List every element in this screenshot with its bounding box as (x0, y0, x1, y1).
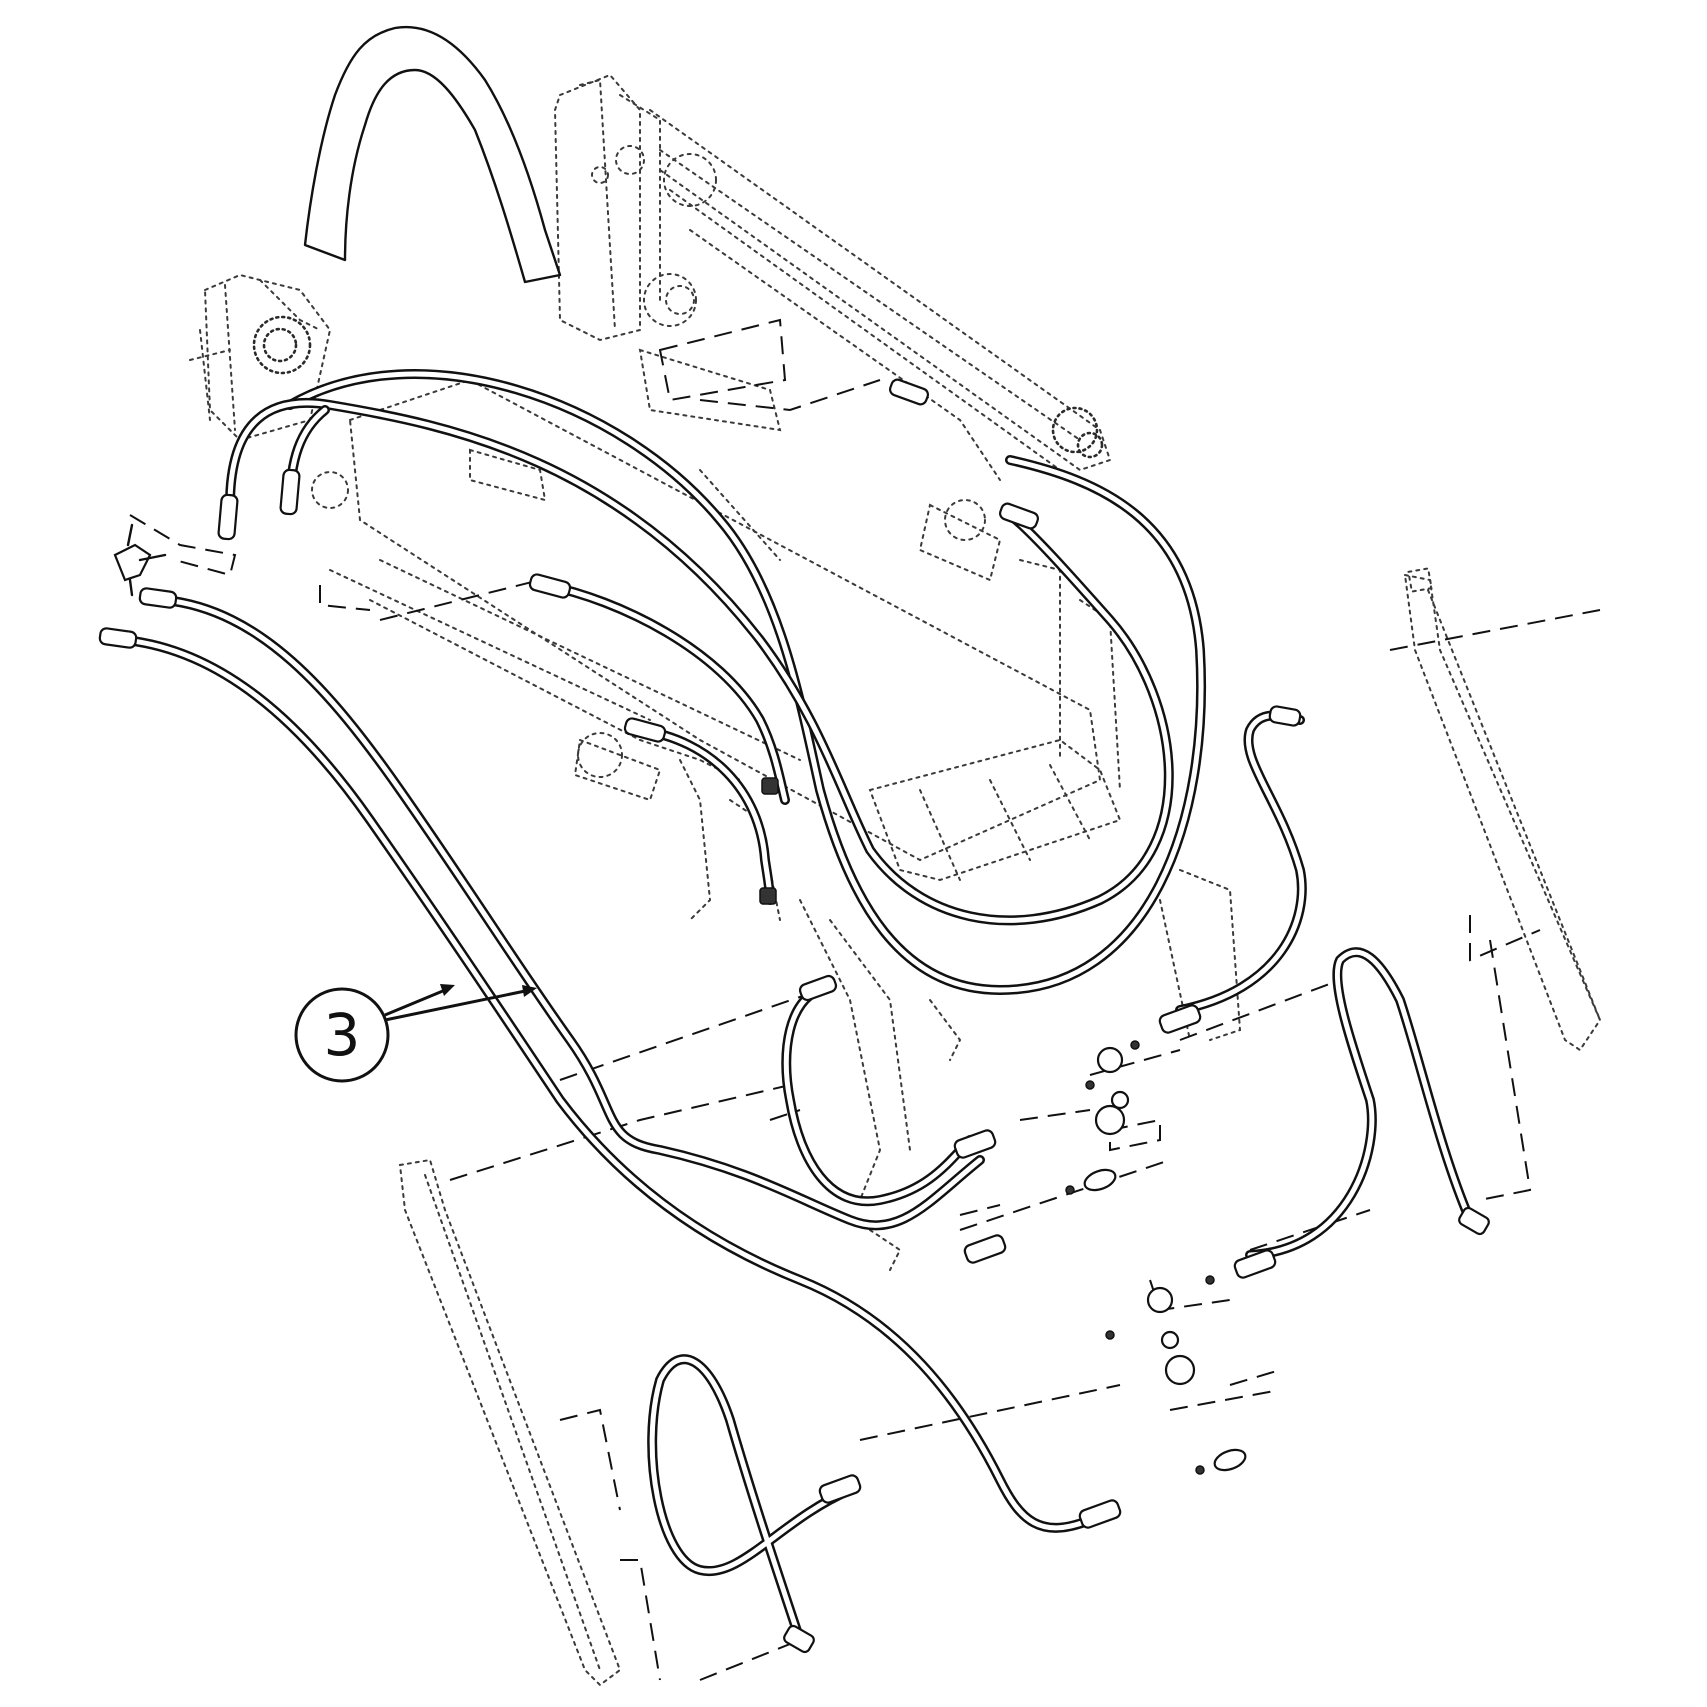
hose-fittings (98, 378, 1490, 1654)
callout-label: 3 (324, 1001, 361, 1069)
hydraulic-hoses (120, 369, 1475, 1645)
hose-hook-upper (303, 25, 562, 284)
callout-3: 3 (294, 984, 537, 1083)
callout-circle (294, 987, 390, 1083)
